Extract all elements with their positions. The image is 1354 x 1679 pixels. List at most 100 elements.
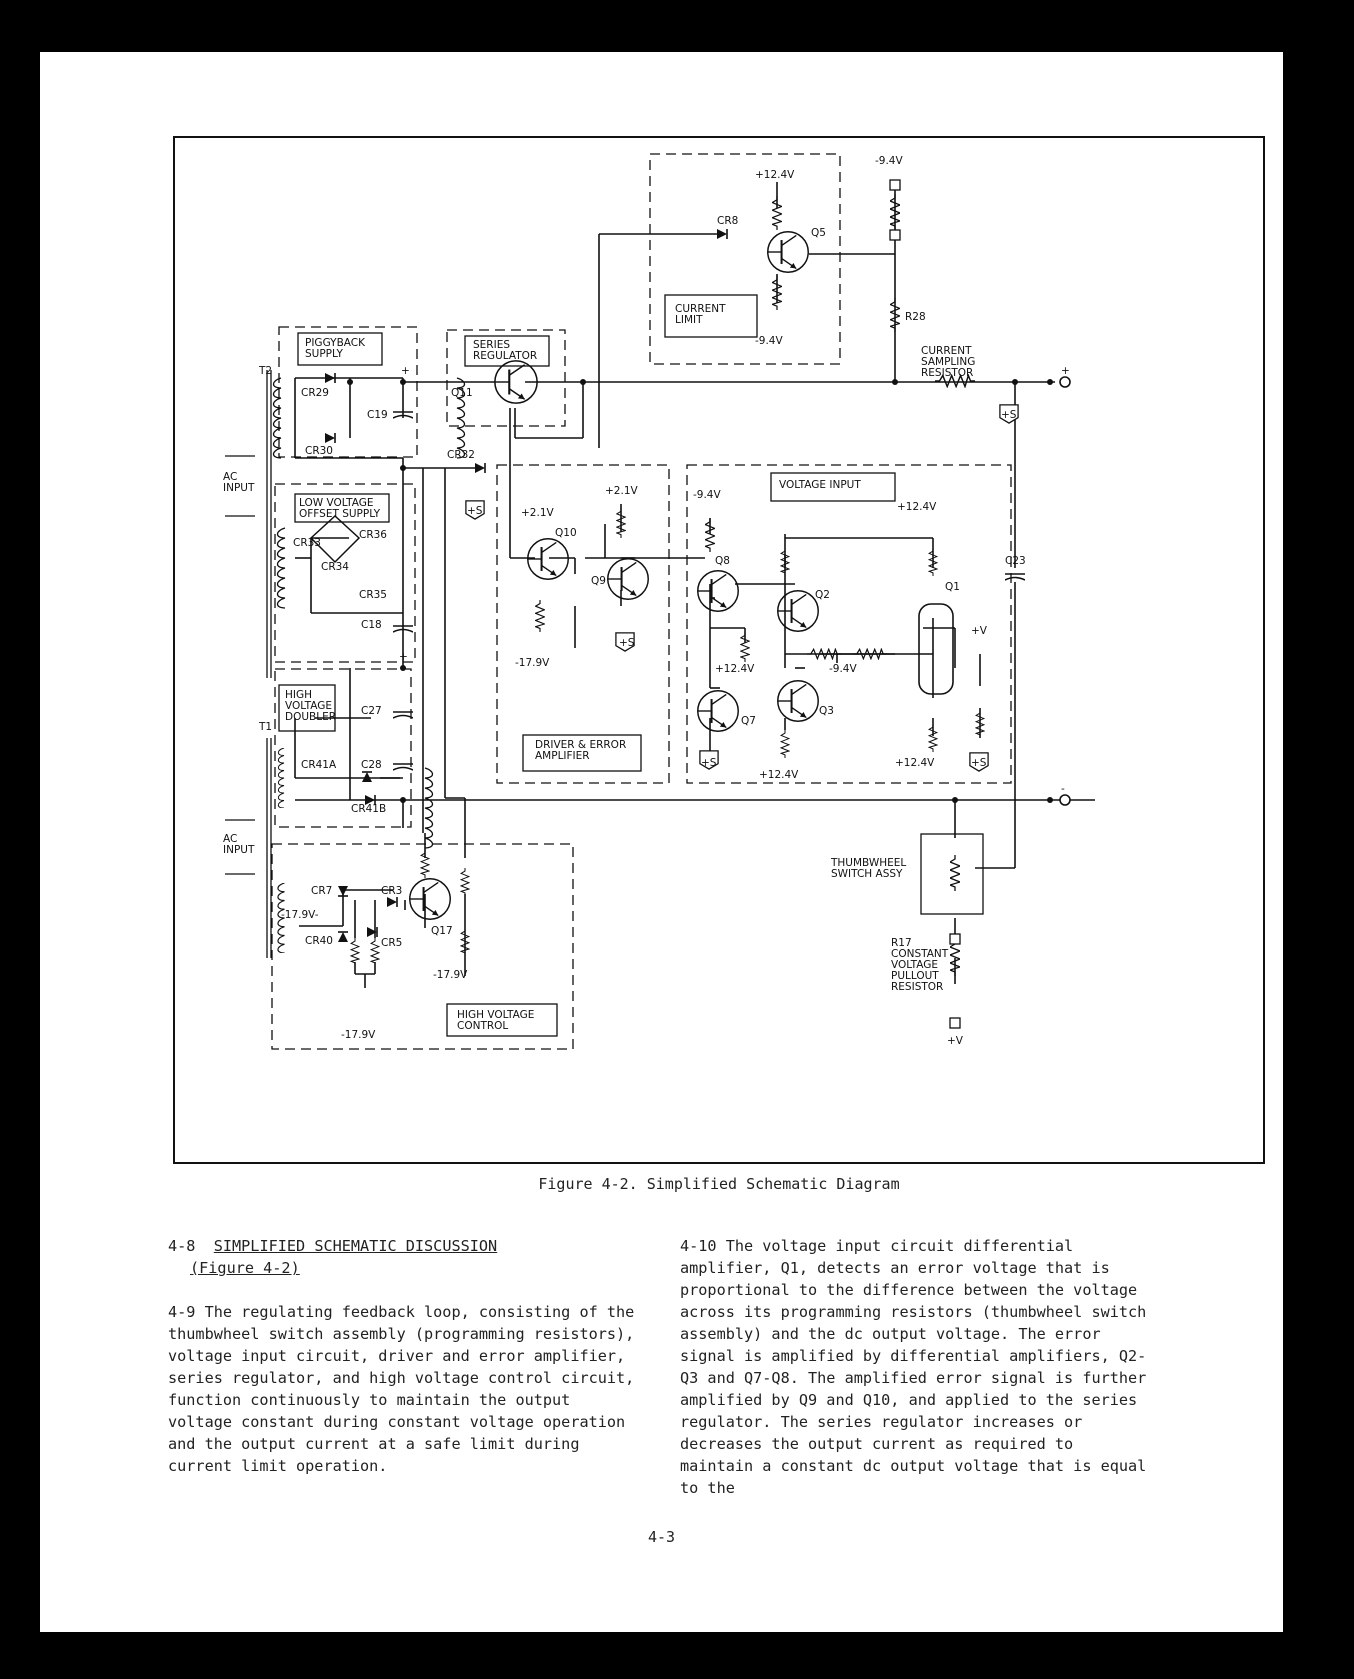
diode-symbols (309, 228, 728, 943)
label-c23: C23 (1005, 555, 1026, 567)
label-hv-supply: -17.9V- (281, 909, 319, 921)
label-output-minus: - (1061, 783, 1065, 795)
schematic-diagram: +12.4V -9.4V CR8 Q5 -9.4V R28 PIGGYBACKS… (223, 153, 1095, 1050)
label-r28: R28 (905, 311, 926, 323)
transistor-symbols (408, 230, 954, 921)
output-terminals (347, 179, 1071, 1029)
label-q2: Q2 (815, 589, 830, 601)
label-q5-supply: +12.4V (755, 169, 795, 181)
label-q3-emitter: +12.4V (759, 769, 799, 781)
heading-title: SIMPLIFIED SCHEMATIC DISCUSSION (213, 1237, 498, 1255)
label-cr41b: CR41B (351, 803, 386, 815)
label-cr29: CR29 (301, 387, 329, 399)
label-cr32: CR32 (447, 449, 475, 461)
label-sense-4: +S (971, 757, 987, 769)
wiring (294, 180, 1095, 1028)
label-cr35: CR35 (359, 589, 387, 601)
label-c28: C28 (361, 759, 382, 771)
label-cr36: CR36 (359, 529, 387, 541)
label-sense-1: +S (467, 505, 483, 517)
heading-ref-text: (Figure 4-2) (190, 1259, 300, 1277)
label-q7: Q7 (741, 715, 756, 727)
label-q10-base-supply: +2.1V (521, 507, 554, 519)
label-q8-bias: +12.4V (715, 663, 755, 675)
heading-number: 4-8 (168, 1237, 196, 1255)
label-c27: C27 (361, 705, 382, 717)
label-q8: Q8 (715, 555, 730, 567)
label-q5-emitter-voltage: -9.4V (755, 335, 783, 347)
label-sense-5: +S (1001, 409, 1017, 421)
transformer-windings (225, 370, 466, 958)
label-sense-2: +S (619, 637, 635, 649)
transistor-q8 (696, 569, 740, 613)
dashed-block-outlines (271, 153, 1012, 1050)
transistor-q3 (776, 679, 820, 723)
label-q17: Q17 (431, 925, 453, 937)
label-q9: Q9 (591, 575, 606, 587)
label-q1-supply: +12.4V (897, 501, 937, 513)
transistor-q1 (918, 603, 954, 695)
transistor-q7 (696, 689, 740, 733)
label-sense-3: +S (701, 757, 717, 769)
label-cr3: CR3 (381, 885, 402, 897)
transistor-q2 (776, 589, 820, 633)
label-r17-supply: +V (947, 1035, 964, 1047)
label-q11: Q11 (451, 387, 473, 399)
label-plus-mid: + (399, 651, 408, 663)
paragraph-4-10: 4-10 The voltage input circuit different… (680, 1237, 1147, 1497)
label-output-plus: + (1061, 365, 1070, 377)
label-cr7: CR7 (311, 885, 332, 897)
label-voltage-input: VOLTAGE INPUT (779, 479, 861, 491)
label-q10: Q10 (555, 527, 577, 539)
label-t1: T1 (258, 721, 272, 733)
label-q10-supply: +2.1V (605, 485, 638, 497)
label-q10-emitter: -17.9V (515, 657, 550, 669)
label-c18: C18 (361, 619, 382, 631)
label-q5-top-voltage: -9.4V (875, 155, 903, 167)
left-column: 4-8 SIMPLIFIED SCHEMATIC DISCUSSION (Fig… (168, 1235, 638, 1477)
label-plus-top: + (401, 365, 410, 377)
transistor-q10 (526, 537, 570, 581)
label-c19: C19 (367, 409, 388, 421)
label-t2: T2 (258, 365, 272, 377)
section-heading-ref: (Figure 4-2) (168, 1257, 638, 1279)
label-q17-emitter: -17.9V (433, 969, 468, 981)
transistor-q5 (766, 230, 810, 274)
label-q2q3-bias: -9.4V (829, 663, 857, 675)
label-cr5: CR5 (381, 937, 402, 949)
label-cr41a: CR41A (301, 759, 337, 771)
label-q1-bottom: +12.4V (895, 757, 935, 769)
page-number: 4-3 (647, 1528, 676, 1546)
label-plus-v-q1: +V (971, 625, 988, 637)
transistor-q17 (408, 877, 452, 921)
label-cr30: CR30 (305, 445, 333, 457)
label-hv-bottom: -17.9V (341, 1029, 376, 1041)
transistor-q9 (606, 557, 650, 601)
section-heading: 4-8 SIMPLIFIED SCHEMATIC DISCUSSION (168, 1235, 638, 1257)
label-q1: Q1 (945, 581, 960, 593)
label-cr33: CR33 (293, 537, 321, 549)
label-q8-supply: -9.4V (693, 489, 721, 501)
label-q5: Q5 (811, 227, 826, 239)
label-cr34: CR34 (321, 561, 349, 573)
paragraph-4-9: 4-9 The regulating feedback loop, consis… (168, 1303, 635, 1475)
solid-label-boxes (278, 294, 984, 1037)
figure-caption: Figure 4-2. Simplified Schematic Diagram (538, 1175, 900, 1193)
label-q3: Q3 (819, 705, 834, 717)
label-cr40: CR40 (305, 935, 333, 947)
label-cr8: CR8 (717, 215, 738, 227)
